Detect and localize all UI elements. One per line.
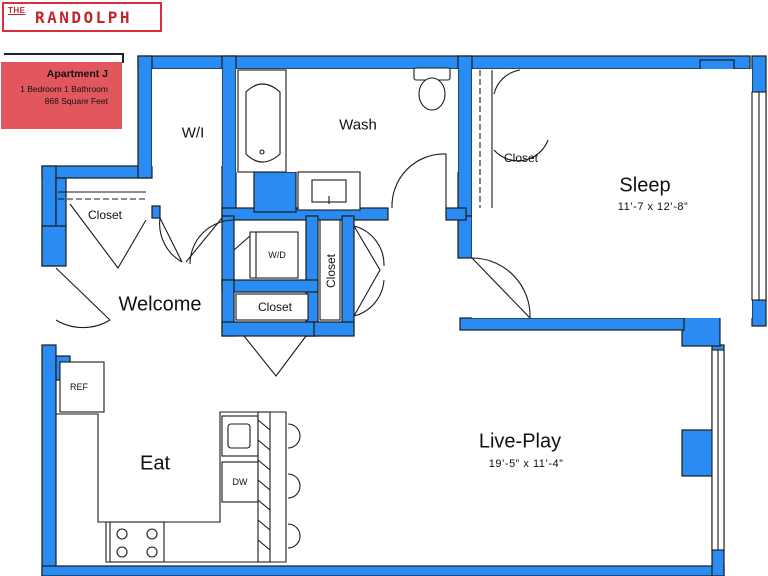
doors [55, 69, 549, 377]
brand-prefix: THE [8, 6, 26, 15]
cooktop [109, 521, 165, 563]
wall-laundry-top [221, 215, 235, 287]
closet-label-entry: Closet [87, 208, 123, 222]
toilet-bowl [418, 77, 446, 111]
refrigerator-label: REF [70, 382, 88, 392]
bathtub-basin [245, 83, 281, 163]
unit-area: 868 Square Feet [44, 96, 108, 106]
door-bath [391, 153, 447, 209]
closet-label-hall: Closet [257, 300, 293, 314]
brand-logo: THE RANDOLPH [2, 2, 162, 32]
wall-closet2-bottom [221, 321, 315, 337]
live-play-dimensions: 19’-5” x 11’-4” [488, 458, 564, 470]
door-entry [55, 267, 111, 329]
wall-closet-v-right [341, 215, 355, 331]
wall-bottom [41, 565, 725, 576]
unit-title: Apartment J [46, 68, 108, 80]
stool [287, 523, 301, 549]
wall-entry-top [41, 165, 151, 179]
wall-bath-left [221, 55, 237, 217]
door-wi [159, 217, 223, 263]
wall-entry-left-post [41, 225, 67, 267]
wall-bedroom-bottom [459, 317, 685, 331]
unit-frame [4, 53, 124, 63]
wall-entry-closet-left [55, 177, 67, 229]
stool [287, 473, 301, 499]
breakfast-bar [257, 411, 271, 563]
door-bedroom [471, 257, 531, 319]
room-label-welcome: Welcome [118, 293, 202, 316]
wall-bath-bottom-right [445, 207, 467, 221]
fixtures [56, 67, 767, 563]
door-closet-h [243, 335, 307, 377]
room-label-live-play: Live-Play [478, 430, 562, 453]
dishwasher-label: DW [232, 477, 248, 487]
door-laundry [189, 219, 251, 265]
closet-shelf-v [319, 219, 341, 321]
room-label-eat: Eat [139, 452, 171, 475]
kitchen-sink [221, 415, 259, 457]
bathtub [237, 69, 287, 173]
door-bedroom-closet [493, 69, 549, 162]
door-closet-v [353, 225, 385, 317]
washer-dryer [249, 231, 299, 279]
wall-laundry-bottom [221, 279, 319, 293]
wall-bedroom-left-upper [457, 55, 473, 217]
dishwasher [221, 461, 259, 503]
closet-label-linen: Closet [324, 253, 338, 289]
wall-bedroom-left-lower [457, 215, 473, 259]
wall-wi-stub [151, 205, 161, 219]
closet-label-bedroom: Closet [503, 151, 539, 165]
room-label-wash: Wash [339, 116, 377, 134]
vanity [297, 171, 361, 211]
unit-layout: 1 Bedroom 1 Bathroom [20, 84, 108, 94]
wall-wi-left [137, 55, 153, 179]
room-label-sleep: Sleep [619, 174, 671, 197]
sleep-dimensions: 11’-7 x 12’-8” [617, 201, 689, 213]
closet-shelf-h [235, 293, 309, 321]
door-entry-closet [69, 203, 147, 269]
kitchen-counter [56, 411, 287, 563]
refrigerator [59, 361, 105, 413]
washer-dryer-label: W/D [268, 250, 286, 260]
brand-name: RANDOLPH [35, 8, 133, 27]
unit-info-box: Apartment J 1 Bedroom 1 Bathroom 868 Squ… [1, 62, 122, 129]
room-label-walk-in: W/I [181, 124, 205, 142]
wall-left-lower [41, 344, 57, 576]
stool [287, 423, 301, 449]
wall-vanity-block [253, 171, 297, 213]
